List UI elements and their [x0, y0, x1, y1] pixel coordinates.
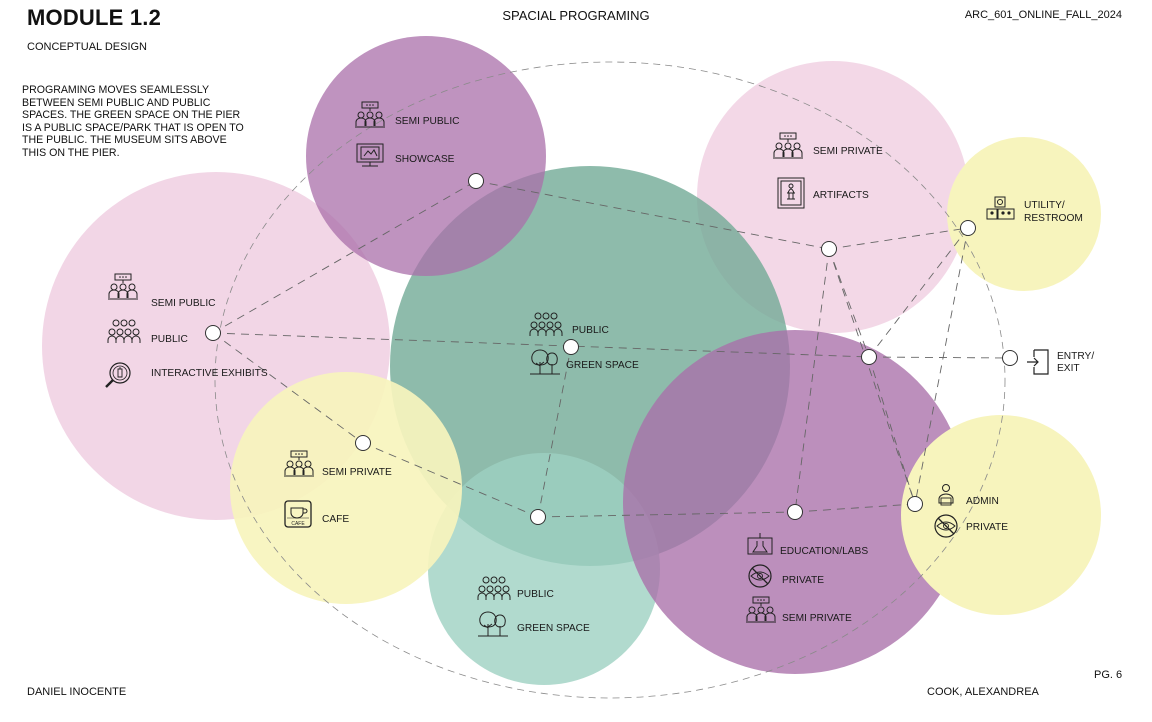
node-center: [563, 339, 579, 355]
label-semi-private-artifacts: SEMI PRIVATE: [813, 146, 883, 157]
nodes: [205, 173, 1018, 525]
node-green-bottom: [530, 509, 546, 525]
label-showcase: SHOWCASE: [395, 154, 455, 165]
label-semi-private-cafe: SEMI PRIVATE: [322, 467, 392, 478]
label-public-bottom: PUBLIC: [517, 589, 554, 600]
label-public-exhibits: PUBLIC: [151, 334, 188, 345]
cafe-sign-text: CAFE: [291, 521, 305, 527]
bubble-utility: [947, 137, 1101, 291]
page-subtitle: CONCEPTUAL DESIGN: [27, 41, 148, 53]
label-artifacts: ARTIFACTS: [813, 190, 869, 201]
course-code: ARC_601_ONLINE_FALL_2024: [964, 9, 1122, 21]
node-utility: [960, 220, 976, 236]
node-exhibits: [205, 325, 221, 341]
description-text: PROGRAMING MOVES SEAMLESSLY BETWEEN SEMI…: [22, 84, 244, 159]
node-junction: [861, 349, 877, 365]
label-entry: ENTRY/: [1057, 351, 1094, 362]
page-title: MODULE 1.2: [27, 5, 162, 30]
node-entry: [1002, 350, 1018, 366]
label-green-space-bottom: GREEN SPACE: [517, 623, 590, 634]
label-public-center: PUBLIC: [572, 325, 609, 336]
instructor-name: COOK, ALEXANDREA: [927, 686, 1039, 698]
label-semi-private-education: SEMI PRIVATE: [782, 613, 852, 624]
label-cafe: CAFE: [322, 514, 349, 525]
label-restroom: RESTROOM: [1024, 213, 1083, 224]
label-semi-public-exhibits: SEMI PUBLIC: [151, 298, 216, 309]
label-exit: EXIT: [1057, 363, 1080, 374]
label-semi-public-showcase: SEMI PUBLIC: [395, 116, 460, 127]
author-name: DANIEL INOCENTE: [27, 686, 127, 698]
bubble-admin: [901, 415, 1101, 615]
label-private-education: PRIVATE: [782, 575, 824, 586]
bubble-artifacts: [697, 61, 969, 333]
label-utility: UTILITY/: [1024, 200, 1065, 211]
connections: [212, 180, 1011, 518]
site-outline: [214, 61, 1006, 699]
label-admin: ADMIN: [966, 496, 999, 507]
node-admin: [907, 496, 923, 512]
section-title: SPACIAL PROGRAMING: [502, 8, 650, 23]
page-number: PG. 6: [1094, 669, 1123, 681]
label-private-admin: PRIVATE: [966, 522, 1008, 533]
bubbles: [42, 36, 1101, 685]
bubble-cafe: [230, 372, 462, 604]
node-artifacts: [821, 241, 837, 257]
bubble-showcase: [306, 36, 546, 276]
bubble-education: [623, 330, 967, 674]
node-education: [787, 504, 803, 520]
label-education: EDUCATION/LABS: [780, 546, 868, 557]
node-showcase: [468, 173, 484, 189]
exit-door-icon: [1026, 349, 1049, 375]
node-cafe: [355, 435, 371, 451]
label-green-space-center: GREEN SPACE: [566, 360, 639, 371]
label-interactive-exhibits: INTERACTIVE EXHIBITS: [151, 368, 268, 379]
